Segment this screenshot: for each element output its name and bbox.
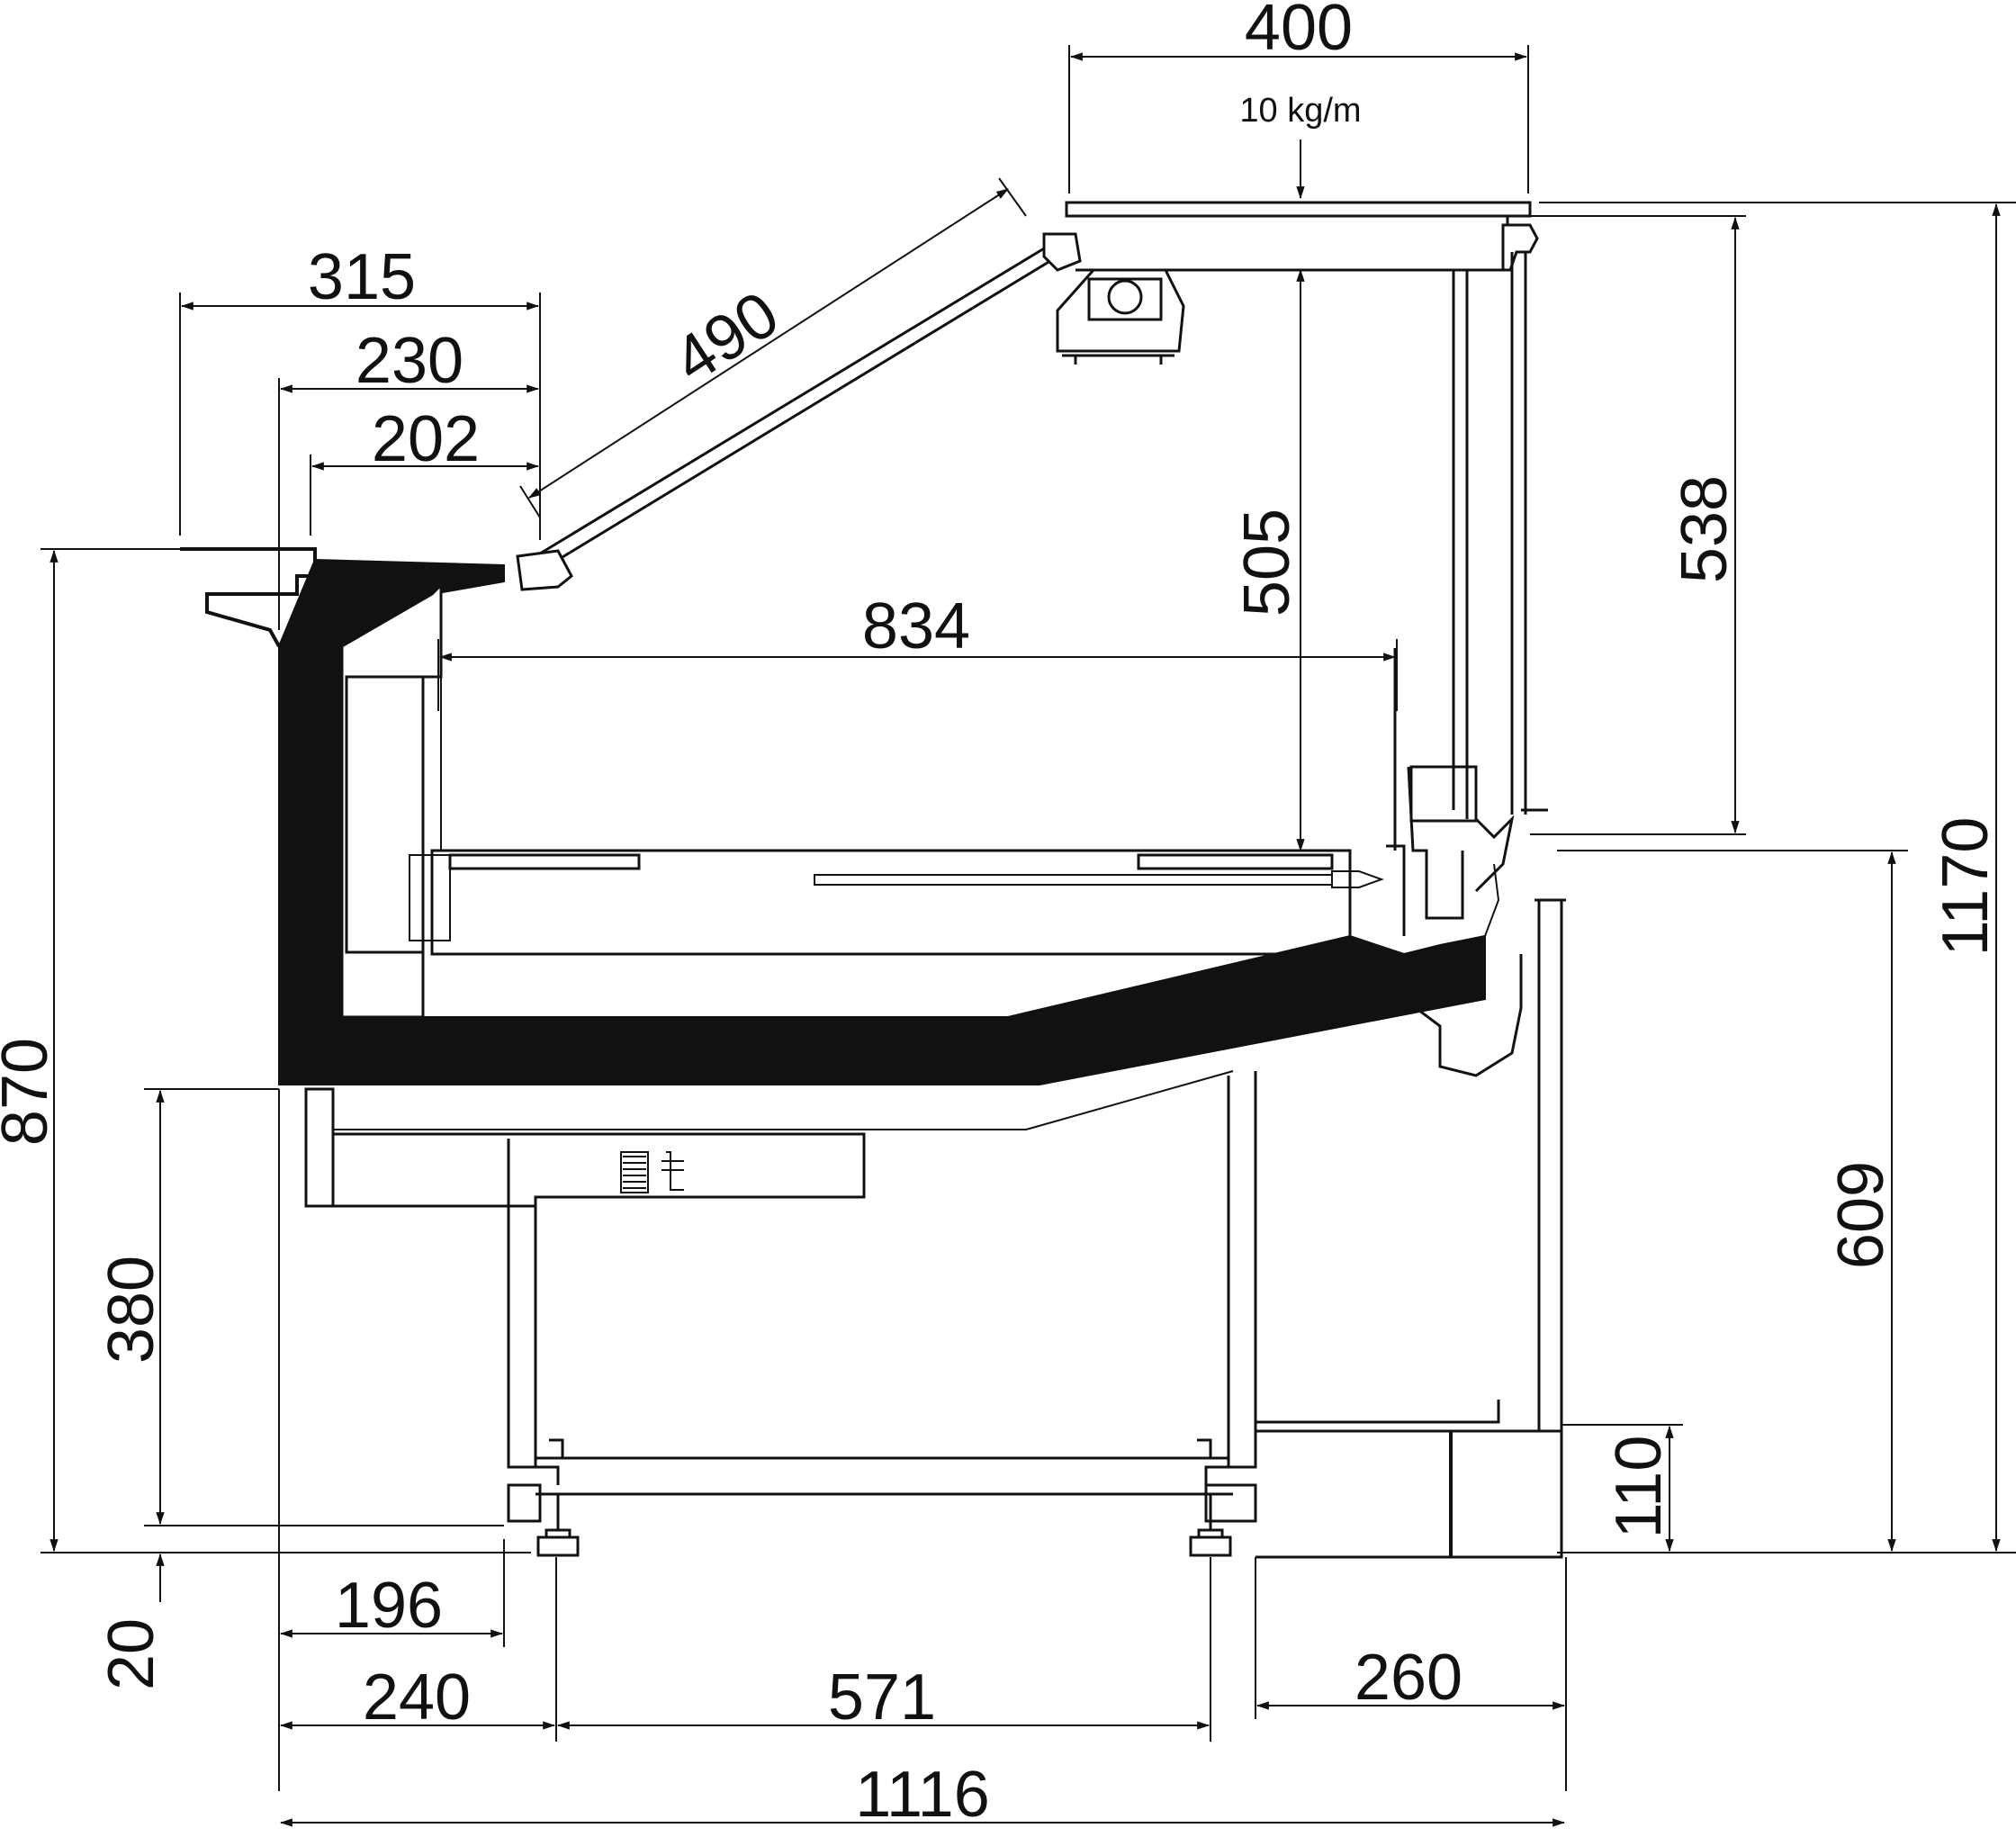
dim-1170: 1170 xyxy=(1930,817,2002,957)
dim-609: 609 xyxy=(1825,1161,1897,1269)
left-foot xyxy=(536,1494,580,1557)
dim-870: 870 xyxy=(0,1038,61,1146)
canopy-lamp xyxy=(1056,268,1185,365)
dim-260: 260 xyxy=(1354,1642,1462,1714)
dim-202: 202 xyxy=(372,403,480,475)
dim-571: 571 xyxy=(828,1661,936,1733)
dim-240: 240 xyxy=(363,1661,471,1733)
cabinet-outline xyxy=(180,547,1566,1559)
dim-380: 380 xyxy=(95,1256,167,1364)
dim-top-width: 400 xyxy=(1245,0,1353,64)
dim-315: 315 xyxy=(308,241,416,313)
dim-20: 20 xyxy=(95,1618,167,1690)
dim-230: 230 xyxy=(356,325,464,397)
load-label: 10 kg/m xyxy=(1239,92,1361,130)
dim-490: 490 xyxy=(662,278,791,398)
dim-538: 538 xyxy=(1669,475,1741,583)
dimension-lines xyxy=(40,45,2016,1827)
top-canopy xyxy=(1056,201,1548,819)
dim-834: 834 xyxy=(862,590,970,662)
right-foot xyxy=(1189,1494,1232,1557)
dim-110: 110 xyxy=(1603,1436,1675,1539)
dim-505: 505 xyxy=(1231,509,1303,617)
front-glass xyxy=(516,232,1082,591)
vent-grille xyxy=(620,1151,684,1193)
dim-196: 196 xyxy=(335,1570,443,1642)
dim-1116: 1116 xyxy=(855,1759,989,1831)
